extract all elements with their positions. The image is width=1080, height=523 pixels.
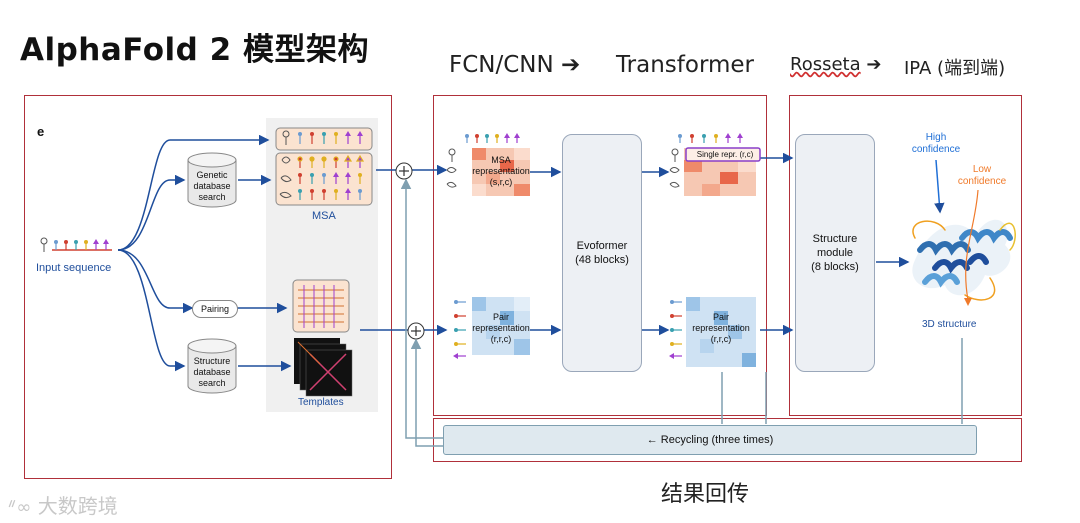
frame-input-embedding [24,95,392,479]
recycling-bar: ← Recycling (three times) [443,425,977,455]
header-rosseta: Rosseta ➔ [790,54,882,75]
templates-label: Templates [298,397,344,408]
single-repr-label: Single repr. (r,c) [696,150,754,159]
input-sequence-label: Input sequence [36,262,112,274]
genetic-database-label: Genetic database search [193,170,231,202]
high-confidence-label: High confidence [911,132,961,155]
footer-caption: 结果回传 [661,482,750,507]
panel-letter: e [37,124,45,139]
frame-recycling [433,418,1022,462]
arrow-right-icon: ➔ [561,52,581,78]
watermark-logo-icon: ᐥ∞ [8,497,32,518]
protein-structure-image [912,159,1016,306]
pair-representation-out-label: Pair representation (r,r,c) [692,312,750,344]
low-confidence-label: Low confidence [957,164,1007,187]
page-title: AlphaFold 2 模型架构 [20,32,369,68]
watermark: ᐥ∞ 大数跨境 [8,494,118,518]
pairing-label: Pairing [192,300,238,318]
header-transformer: Transformer [616,52,755,78]
3d-structure-label: 3D structure [922,319,977,330]
msa-label: MSA [312,210,336,222]
header-fcn-cnn: FCN/CNN ➔ [449,52,581,78]
structure-database-label: Structure database search [193,356,231,388]
pair-representation-label: Pair representation (r,r,c) [472,312,530,344]
frame-evoformer [433,95,767,416]
header-ipa: IPA (端到端) [904,58,1006,79]
frame-structure [789,95,1022,416]
arrow-right-icon: ➔ [866,54,882,75]
evoformer-block: Evoformer (48 blocks) [562,134,642,372]
structure-module-block: Structure module (8 blocks) [795,134,875,372]
msa-representation-label: MSA representation (s,r,c) [472,155,530,187]
